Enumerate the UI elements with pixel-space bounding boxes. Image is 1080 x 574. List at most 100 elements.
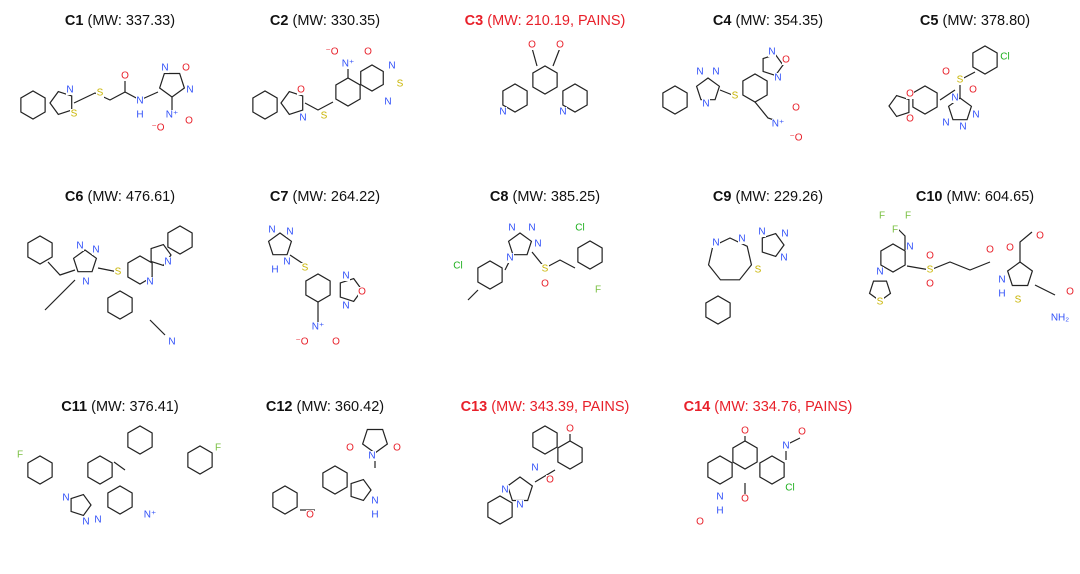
atom-label-n: N (286, 227, 293, 238)
atom-bg (371, 510, 379, 520)
atom-label-n: N (368, 451, 375, 462)
atom-bg (271, 265, 279, 275)
atom-label-s: S (115, 267, 122, 278)
ring (322, 465, 348, 495)
atom-label-cl: Cl (1000, 52, 1009, 63)
atom-label-n: N (758, 227, 765, 238)
atom-bg (320, 111, 328, 121)
atom-label-s: S (755, 265, 762, 276)
atom-label-o: O (332, 337, 340, 348)
atom-label-n: N (82, 517, 89, 528)
atom-bg (972, 110, 980, 120)
atom-label-o: O (364, 47, 372, 58)
atom-label-s: S (302, 263, 309, 274)
compound-id: C6 (64, 189, 84, 205)
atom-label-n: N (66, 85, 73, 96)
atom-label-n: N (716, 492, 723, 503)
compound-label-c5: C5 (MW: 378.80) (920, 13, 1030, 29)
atom-label-n: N⁺ (144, 510, 157, 521)
ring (167, 225, 193, 255)
atom-label-n: N (528, 223, 535, 234)
atom-label-o: O (798, 427, 806, 438)
atom-bg (358, 287, 366, 297)
atom-label-n: N (534, 239, 541, 250)
atom-bg (393, 443, 401, 453)
atom-label-h: H (998, 289, 1005, 300)
atom-bg (332, 337, 340, 347)
atom-label-o: O (528, 40, 536, 51)
compound-label-c2: C2 (MW: 330.35) (270, 13, 380, 29)
atom-bg (784, 483, 796, 493)
ring (70, 493, 92, 517)
atom-bg (299, 113, 307, 123)
ring (335, 77, 361, 107)
ring (506, 476, 534, 502)
ring (267, 232, 293, 256)
ring (158, 72, 186, 98)
atom-bg (346, 443, 354, 453)
atom-bg (904, 211, 912, 221)
compound-label-c4: C4 (MW: 354.35) (713, 13, 823, 29)
atom-label-s: S (1015, 295, 1022, 306)
atom-bg (878, 211, 886, 221)
atom-bg (942, 118, 950, 128)
atom-label-s: S (97, 88, 104, 99)
atom-bg (342, 301, 350, 311)
atom-bg (951, 93, 959, 103)
atom-bg (297, 85, 305, 95)
atom-bg (528, 223, 536, 233)
compound-mw: (MW: 210.19, PAINS) (487, 13, 626, 29)
atom-label-n: N (268, 225, 275, 236)
atom-bg (499, 107, 507, 117)
compound-label-c1: C1 (MW: 337.33) (65, 13, 175, 29)
atom-label-n: N (696, 67, 703, 78)
atom-bg (986, 245, 994, 255)
atom-label-s: S (732, 91, 739, 102)
atom-label-o: O (393, 443, 401, 454)
compound-mw: (MW: 334.76, PAINS) (714, 399, 853, 415)
compound-mw: (MW: 604.65) (946, 189, 1035, 205)
ring (1006, 261, 1034, 287)
atom-bg (716, 506, 724, 516)
atom-bg (136, 110, 144, 120)
ring (272, 485, 298, 515)
compound-id: C5 (919, 13, 939, 29)
ring (305, 273, 331, 303)
atom-label-s: S (927, 265, 934, 276)
bond (1034, 284, 1056, 296)
ring (532, 65, 558, 95)
atom-bg (368, 451, 376, 461)
compound-label-c7: C7 (MW: 264.22) (270, 189, 380, 205)
atom-bg (185, 116, 193, 126)
ring (72, 249, 98, 273)
bond (552, 47, 561, 67)
atom-label-o: O (696, 517, 704, 528)
atom-bg (566, 424, 574, 434)
atom-label-f: F (215, 443, 221, 454)
atom-bg (182, 63, 190, 73)
atom-bg (876, 297, 884, 307)
atom-bg (286, 227, 294, 237)
atom-label-n: N (499, 107, 506, 118)
atom-bg (942, 67, 950, 77)
atom-label-n: N (342, 301, 349, 312)
ring (107, 290, 133, 320)
atom-label-o: O (926, 279, 934, 290)
atom-label-n: N (768, 47, 775, 58)
bond (906, 261, 991, 271)
ring (707, 237, 753, 281)
atom-label-n: N⁺ (312, 322, 325, 333)
atom-bg (556, 40, 564, 50)
atom-label-o: O (741, 494, 749, 505)
atom-label-o: O (782, 55, 790, 66)
bond (939, 89, 956, 101)
atom-label-f: F (905, 211, 911, 222)
compound-id: C12 (265, 399, 293, 415)
ring (912, 85, 938, 115)
bond (544, 259, 576, 269)
atom-bg (541, 264, 549, 274)
atom-label-n: N (92, 245, 99, 256)
ring (252, 90, 278, 120)
ring (87, 455, 113, 485)
atom-label-n: N (506, 253, 513, 264)
